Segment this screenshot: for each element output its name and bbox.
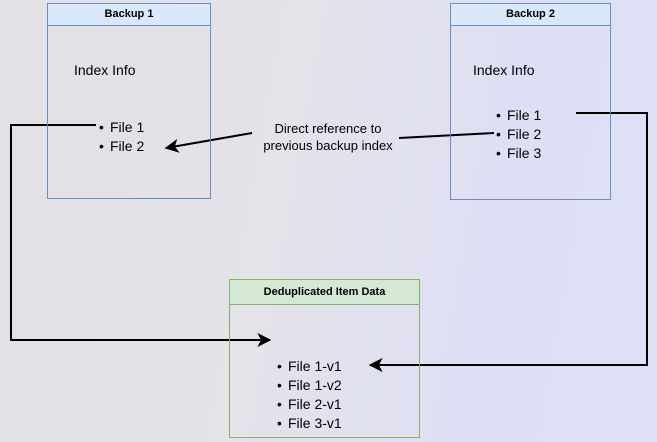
list-item: File 1-v1 [277, 357, 342, 376]
backup1-body: Index Info File 1 File 2 [47, 26, 211, 199]
backup2-header: Backup 2 [450, 3, 611, 26]
list-item: File 1-v2 [277, 376, 342, 395]
list-item: File 1 [496, 106, 541, 125]
annotation-line-1: Direct reference to [274, 121, 382, 136]
backup1-box[interactable]: Backup 1 Index Info File 1 File 2 [47, 3, 211, 199]
list-item: File 3-v1 [277, 414, 342, 433]
list-item: File 2-v1 [277, 395, 342, 414]
backup1-index-label: Index Info [74, 62, 136, 78]
list-item: File 2 [99, 137, 144, 156]
deduplicated-item-data-box[interactable]: Deduplicated Item Data File 1-v1 File 1-… [229, 279, 420, 438]
annotation-line-2: previous backup index [263, 138, 393, 153]
dedup-file-list: File 1-v1 File 1-v2 File 2-v1 File 3-v1 [274, 357, 342, 433]
backup2-box[interactable]: Backup 2 Index Info File 1 File 2 File 3 [450, 3, 611, 200]
dedup-header: Deduplicated Item Data [229, 279, 420, 305]
backup2-body: Index Info File 1 File 2 File 3 [450, 26, 611, 200]
list-item: File 1 [99, 118, 144, 137]
direct-reference-annotation: Direct reference to previous backup inde… [248, 120, 408, 154]
backup1-file-list: File 1 File 2 [96, 118, 144, 156]
backup2-file-list: File 1 File 2 File 3 [493, 106, 541, 163]
list-item: File 2 [496, 125, 541, 144]
list-item: File 3 [496, 144, 541, 163]
dedup-body: File 1-v1 File 1-v2 File 2-v1 File 3-v1 [229, 305, 420, 438]
backup2-index-label: Index Info [473, 62, 535, 78]
backup1-header: Backup 1 [47, 3, 211, 26]
